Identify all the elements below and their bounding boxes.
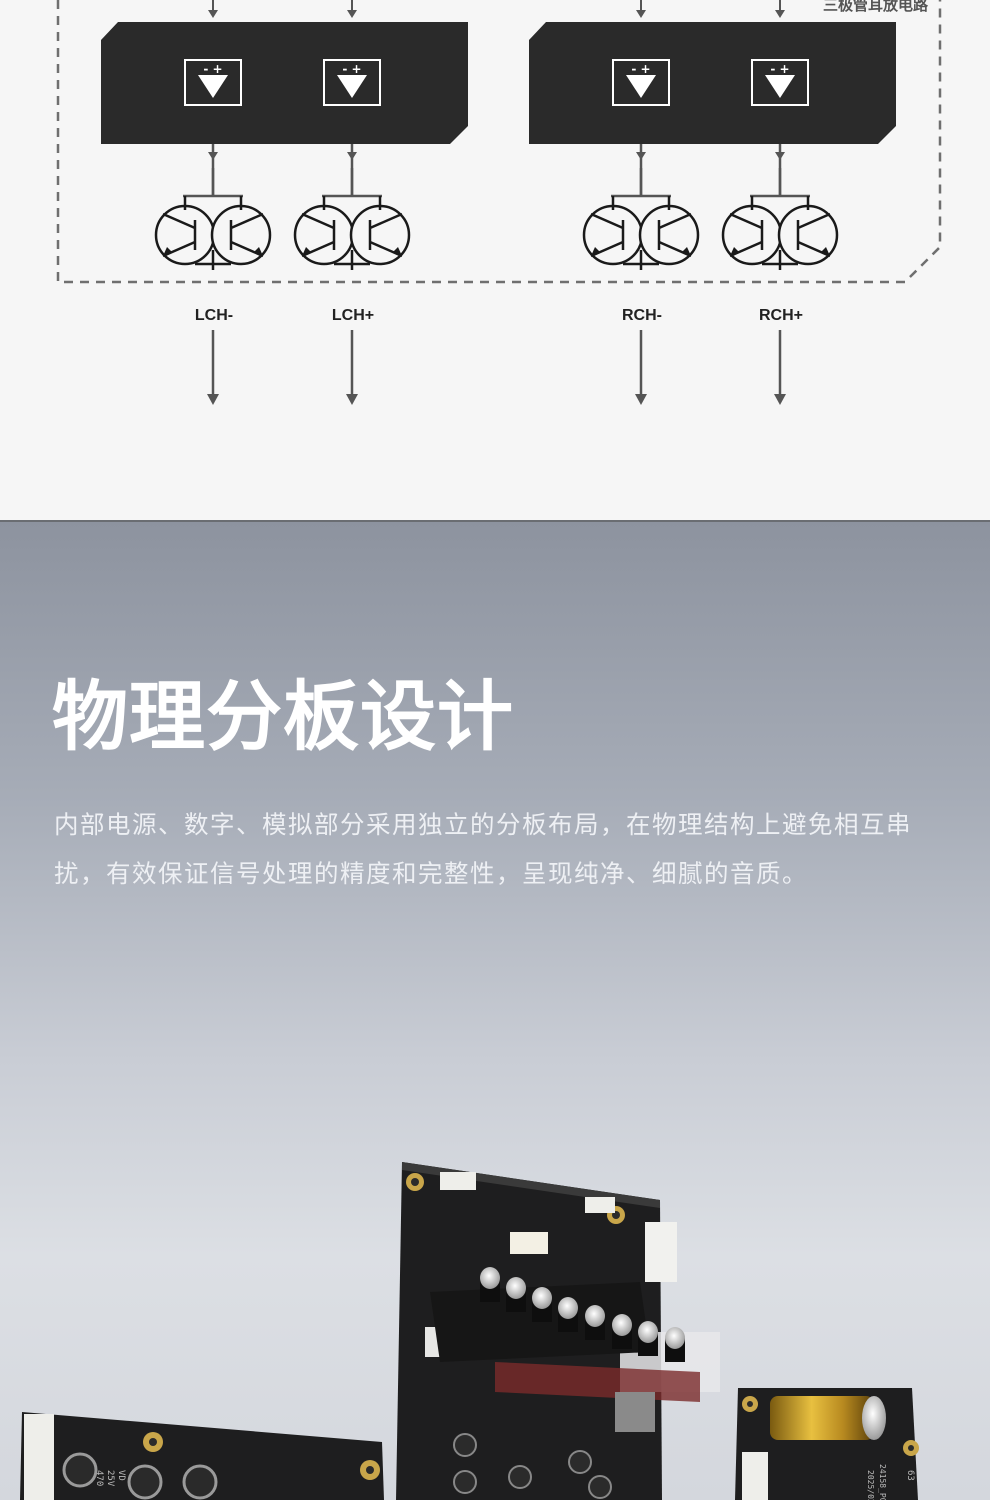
- transistor-pair: [293, 196, 411, 270]
- capacitor-icon: [453, 1470, 477, 1494]
- op-amp-icon: - +: [751, 59, 809, 106]
- capacitor-icon: [480, 1267, 500, 1302]
- op-amp-icon: - +: [323, 59, 381, 106]
- capacitor-icon: [127, 1464, 163, 1500]
- section-title: 物理分板设计: [52, 672, 514, 761]
- left-board-mark-2: 25V: [105, 1470, 115, 1487]
- left-board-mark-3: VD: [116, 1470, 126, 1481]
- capacitor-icon: [638, 1321, 658, 1356]
- output-arrow-rch-plus: [774, 330, 786, 405]
- capacitor-icon: [585, 1305, 605, 1340]
- output-label-rch-minus: RCH-: [622, 307, 662, 324]
- chip-block-right: [529, 22, 896, 144]
- input-arrow-lch-plus: [347, 0, 357, 18]
- output-label-lch-plus: LCH+: [332, 307, 374, 324]
- output-arrow-lch-plus: [346, 330, 358, 405]
- capacitor-icon: [588, 1475, 612, 1499]
- right-board-mark-1: 2025/02/25: [866, 1470, 875, 1500]
- op-amp-polarity: - +: [631, 62, 650, 76]
- section-description: 内部电源、数字、模拟部分采用独立的分板布局，在物理结构上避免相互串扰，有效保证信…: [54, 810, 912, 888]
- op-amp-polarity: - +: [342, 62, 361, 76]
- digital-board: [396, 1162, 720, 1500]
- input-arrow-rch-minus: [636, 0, 646, 18]
- section-divider: [0, 520, 990, 522]
- circuit-diagram: 三极管耳放电路 - + - + - + - + LCH- LCH+ RCH- RCH+: [56, 0, 942, 405]
- output-arrow-lch-minus: [207, 330, 219, 405]
- op-amp-icon: - +: [184, 59, 242, 106]
- signal-wire-lch-plus: [322, 144, 382, 198]
- right-board-mark-2: 24158_POWER-V00: [878, 1464, 887, 1500]
- dashed-enclosure: [56, 0, 942, 284]
- transistor-pair: [582, 196, 700, 270]
- capacitor-icon: [506, 1277, 526, 1312]
- circuit-diagram-section: 三极管耳放电路 - + - + - + - + LCH- LCH+ RCH- RCH+: [0, 0, 990, 521]
- op-amp-icon: - +: [612, 59, 670, 106]
- output-label-rch-plus: RCH+: [759, 307, 803, 324]
- capacitor-icon: [453, 1433, 477, 1457]
- transistor-pair: [721, 196, 839, 270]
- board-design-section: 470 25V VD 2025/02/25 24158_POWER-V00 63…: [0, 522, 990, 1500]
- power-board: 470 25V VD: [20, 1412, 384, 1500]
- capacitor-icon: [568, 1450, 592, 1474]
- capacitor-icon: [558, 1297, 578, 1332]
- signal-wire-rch-plus: [750, 144, 810, 198]
- op-amp-polarity: - +: [203, 62, 222, 76]
- left-board-mark-1: 470: [94, 1470, 104, 1486]
- corner-label: 三极管耳放电路: [823, 0, 929, 14]
- output-arrow-rch-minus: [635, 330, 647, 405]
- capacitor-icon: [508, 1465, 532, 1489]
- analog-board: 2025/02/25 24158_POWER-V00 63: [735, 1388, 919, 1500]
- right-board-mark-3: 63: [905, 1470, 915, 1481]
- capacitor-icon: [182, 1464, 218, 1500]
- signal-wire-rch-minus: [611, 144, 671, 198]
- input-arrow-lch-minus: [208, 0, 218, 18]
- input-arrow-rch-plus: [775, 0, 785, 18]
- op-amp-polarity: - +: [770, 62, 789, 76]
- capacitor-icon: [532, 1287, 552, 1322]
- output-label-lch-minus: LCH-: [195, 307, 233, 324]
- pcb-boards-illustration: 470 25V VD 2025/02/25 24158_POWER-V00 63: [20, 1162, 919, 1500]
- capacitor-icon: [62, 1452, 98, 1488]
- chip-block-left: [101, 22, 468, 144]
- capacitor-icon: [665, 1327, 685, 1362]
- transistor-pair: [154, 196, 272, 270]
- capacitor-icon: [612, 1314, 632, 1349]
- signal-wire-lch-minus: [183, 144, 243, 198]
